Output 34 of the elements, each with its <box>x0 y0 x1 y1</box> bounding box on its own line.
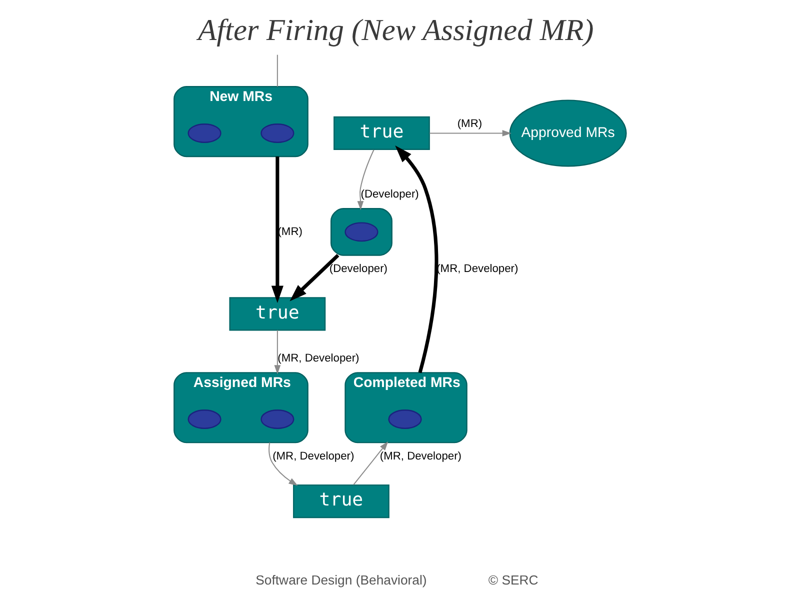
edge-label: (MR, Developer) <box>436 263 518 276</box>
cluster <box>330 208 392 256</box>
node-ellipse <box>388 410 422 429</box>
edge-label: (MR, Developer) <box>380 450 462 463</box>
diagram-title: After Firing (New Assigned MR) <box>198 12 594 47</box>
node-ellipse <box>344 222 378 242</box>
arrow <box>430 130 512 136</box>
label: © SERC <box>488 572 538 588</box>
edge-label: (MR) <box>457 118 482 130</box>
node-ellipse <box>260 124 294 143</box>
arrow <box>268 442 298 486</box>
cluster: New MRs <box>174 86 308 158</box>
edge-label: (MR) <box>278 226 302 238</box>
node-ellipse: Approved MRs <box>509 100 627 167</box>
node-box: true <box>293 484 390 518</box>
arrow <box>271 156 284 303</box>
edge-label: (Developer) <box>329 263 388 276</box>
cluster: Assigned MRs <box>174 372 308 444</box>
edge-label: (Developer) <box>360 188 419 200</box>
edge-label: (MR, Developer) <box>278 352 360 364</box>
node-box: true <box>334 116 430 150</box>
label: Software Design (Behavioral) <box>256 572 427 588</box>
cluster: Completed MRs <box>344 372 468 444</box>
node-box: true <box>229 297 326 331</box>
node-ellipse <box>188 124 222 143</box>
arrow <box>290 254 340 302</box>
node-ellipse <box>260 410 294 429</box>
connector <box>276 54 278 87</box>
arrow <box>353 441 388 486</box>
arrow <box>274 330 281 374</box>
arrow <box>395 146 438 374</box>
node-ellipse <box>188 410 222 429</box>
edge-label: (MR, Developer) <box>272 450 354 463</box>
arrow <box>357 150 374 210</box>
